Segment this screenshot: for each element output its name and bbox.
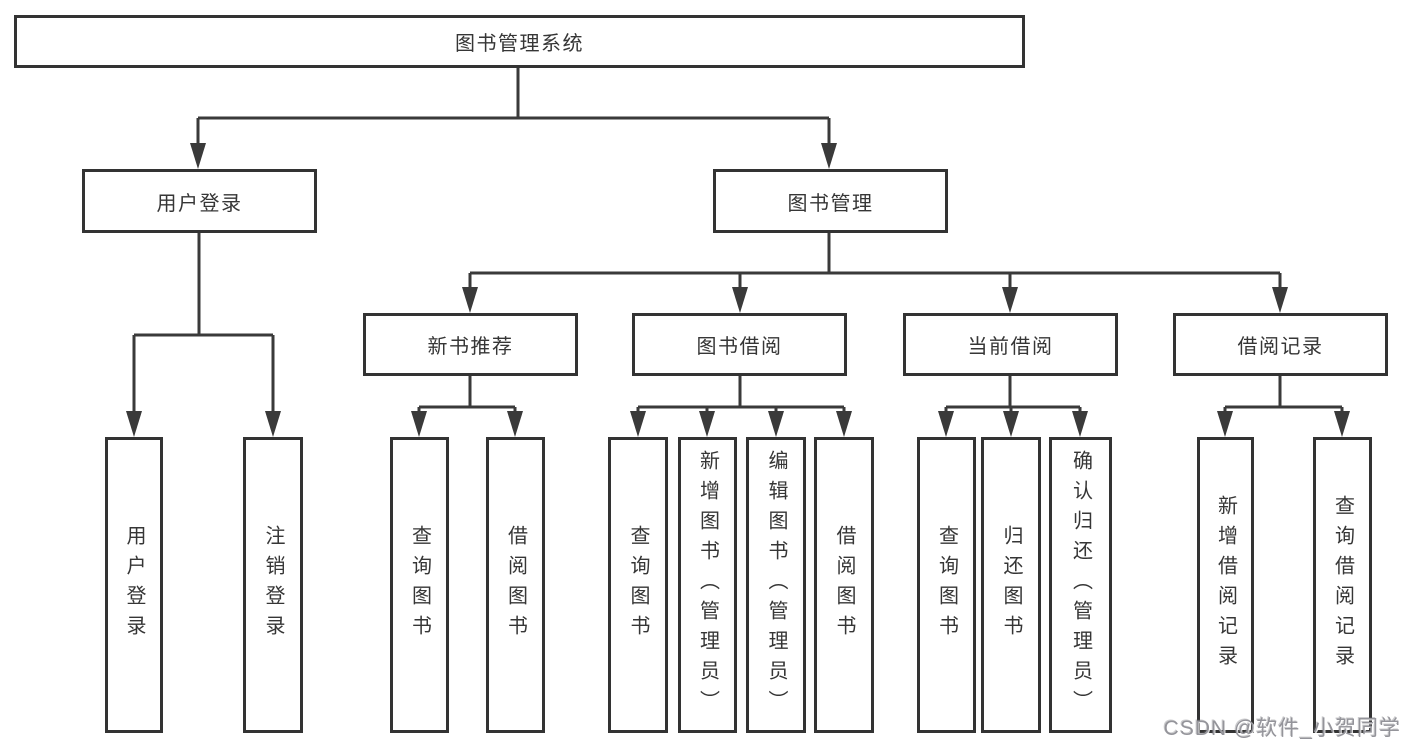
csdn-watermark: CSDN @软件_小贺同学 xyxy=(1163,717,1401,740)
node-label: 新增借阅记录 xyxy=(1214,495,1237,675)
node-current-borrowing: 当前借阅 xyxy=(903,313,1118,376)
node-book-management: 图书管理 xyxy=(713,169,948,233)
node-book-borrowing: 图书借阅 xyxy=(632,313,847,376)
node-label: 用户登录 xyxy=(156,192,243,215)
node-label: 借阅图书 xyxy=(833,525,855,645)
leaf-return-books: 归还图书 xyxy=(981,437,1041,733)
node-label: 确认归还（管理员） xyxy=(1069,450,1092,720)
node-label: 用户登录 xyxy=(123,525,145,645)
node-borrowing-records: 借阅记录 xyxy=(1173,313,1388,376)
leaf-borrow-books: 借阅图书 xyxy=(486,437,545,733)
leaf-query-books: 查询图书 xyxy=(608,437,668,733)
node-new-book-recommend: 新书推荐 xyxy=(363,313,578,376)
leaf-query-borrow-record: 查询借阅记录 xyxy=(1313,437,1372,733)
node-label: 注销登录 xyxy=(262,525,284,645)
leaf-user-login: 用户登录 xyxy=(105,437,163,733)
leaf-query-books: 查询图书 xyxy=(390,437,449,733)
node-label: 当前借阅 xyxy=(967,336,1054,358)
leaf-edit-books-admin: 编辑图书（管理员） xyxy=(746,437,806,733)
node-user-login: 用户登录 xyxy=(82,169,317,233)
leaf-logout-login: 注销登录 xyxy=(243,437,303,733)
node-label: 新增图书（管理员） xyxy=(696,450,719,720)
node-label: 查询图书 xyxy=(627,525,649,645)
node-label: 查询借阅记录 xyxy=(1331,495,1354,675)
node-label: 查询图书 xyxy=(935,525,958,645)
leaf-add-books-admin: 新增图书（管理员） xyxy=(678,437,737,733)
node-label: 新书推荐 xyxy=(427,336,514,358)
leaf-query-books: 查询图书 xyxy=(917,437,976,733)
node-label: 查询图书 xyxy=(408,525,431,645)
node-label: 图书管理系统 xyxy=(455,33,584,55)
node-label: 图书借阅 xyxy=(696,336,783,358)
arrowheads xyxy=(126,143,1350,437)
node-label: 借阅记录 xyxy=(1237,336,1324,358)
leaf-confirm-return-admin: 确认归还（管理员） xyxy=(1049,437,1112,733)
node-label: 归还图书 xyxy=(1000,525,1022,645)
node-library-management-system: 图书管理系统 xyxy=(14,15,1025,68)
node-label: 借阅图书 xyxy=(504,525,527,645)
leaf-borrow-books: 借阅图书 xyxy=(814,437,874,733)
leaf-add-borrow-record: 新增借阅记录 xyxy=(1197,437,1254,733)
node-label: 编辑图书（管理员） xyxy=(765,450,787,720)
node-label: 图书管理 xyxy=(787,192,874,215)
